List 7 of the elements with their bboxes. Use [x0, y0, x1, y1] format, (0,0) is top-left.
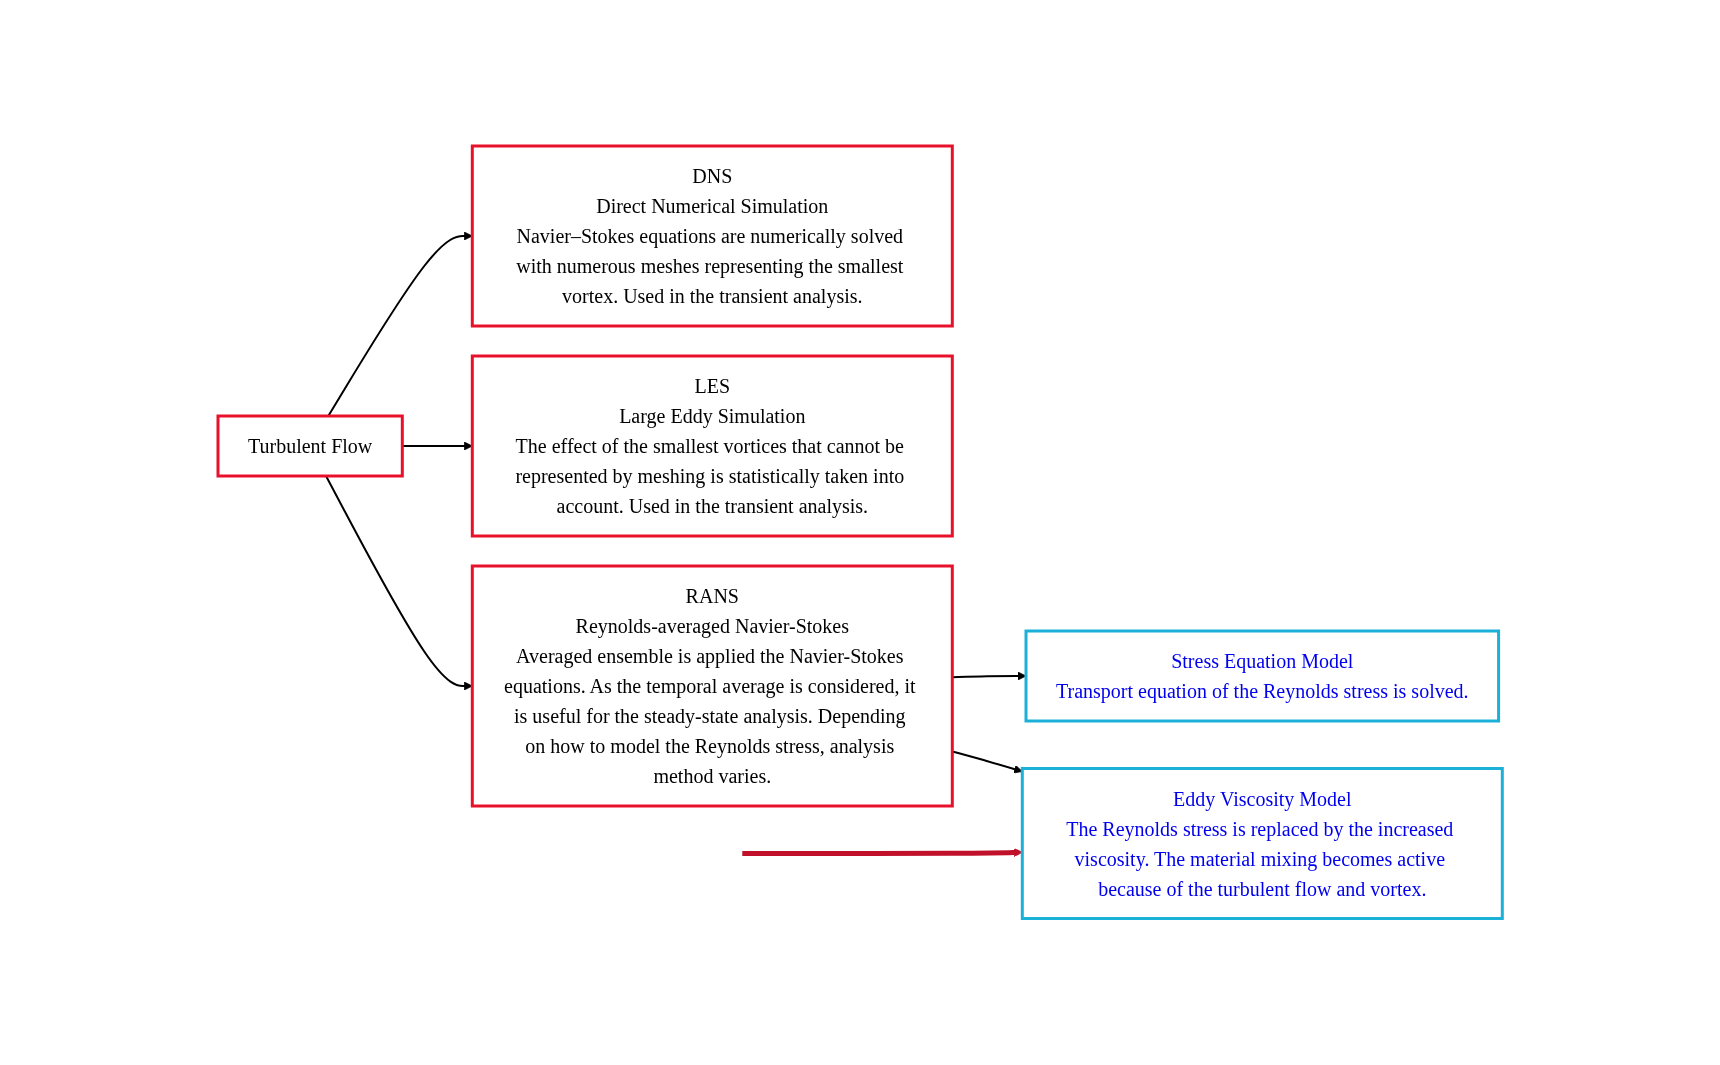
node-box: Eddy Viscosity Model The Reynolds stress is replaced by the increased viscosity. The material mixing becomes active because of the turbulent flow and vortex.: [1020, 767, 1504, 921]
node-box: Stress Equation Model Transport equation of the Reynolds stress is solved.: [1024, 629, 1500, 723]
node-box: Turbulent Flow: [216, 414, 404, 478]
node-box: RANS Reynolds-averaged Navier-Stokes Averaged ensemble is applied the Navier-Stokes equations. As the temporal average is considered, it is useful for the steady-state analysis. Depending on how to model the Reynolds stress, analysis method varies.: [470, 564, 954, 808]
node-box: DNS Direct Numerical Simulation Navier–Stokes equations are numerically solved with numerous meshes representing the smallest vortex. Used in the transient analysis.: [470, 144, 954, 328]
arrow: [742, 848, 1023, 858]
node-box: LES Large Eddy Simulation The effect of the smallest vortices that cannot be represented by meshing is statistically taken into account. Used in the transient analysis.: [470, 354, 954, 538]
